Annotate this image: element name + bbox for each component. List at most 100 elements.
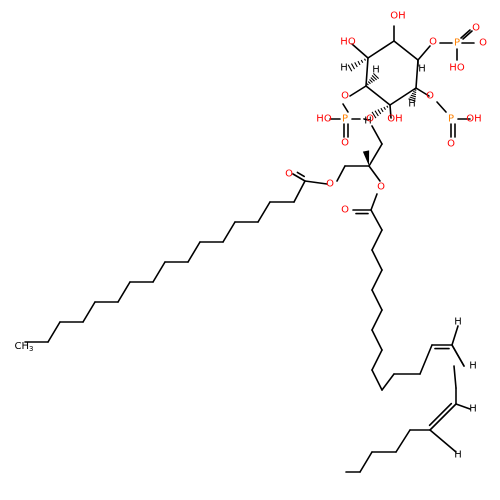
fatty-acid-chain-bond bbox=[371, 349, 383, 371]
hash-stroke bbox=[409, 96, 416, 100]
hash-stroke bbox=[414, 89, 417, 91]
fatty-acid-chain-bond bbox=[451, 344, 465, 367]
fatty-acid-chain-bond bbox=[371, 229, 383, 251]
stereo-hash-bond bbox=[347, 57, 369, 72]
hydroxyl-label: HO bbox=[449, 63, 465, 74]
fatty-acid-chain-bond bbox=[222, 221, 236, 243]
oxygen-label: O bbox=[341, 205, 349, 216]
phosphate-bond bbox=[342, 103, 349, 113]
hash-stroke bbox=[367, 81, 371, 85]
oxygen-label: O bbox=[429, 37, 437, 48]
fatty-acid-chain-bond bbox=[451, 325, 459, 346]
phosphorus-label: P bbox=[448, 114, 454, 125]
fatty-acid-chain-bond bbox=[359, 451, 373, 473]
hydrogen-label: H bbox=[372, 65, 380, 76]
hash-stroke bbox=[413, 90, 417, 94]
hash-stroke bbox=[350, 63, 356, 70]
hash-stroke bbox=[347, 64, 353, 72]
hydrogen-label: H bbox=[454, 317, 462, 328]
phosphorus-label: P bbox=[342, 114, 348, 125]
oxygen-label: O bbox=[341, 138, 349, 149]
hydrogen-label: H bbox=[418, 64, 426, 75]
fatty-acid-chain-bond bbox=[187, 241, 201, 263]
oxygen-label: O bbox=[426, 91, 434, 102]
fatty-acid-chain-bond bbox=[152, 261, 166, 283]
hydroxyl-label: OH bbox=[390, 11, 405, 22]
fatty-acid-chain-bond bbox=[371, 369, 383, 391]
fatty-acid-chain-bond bbox=[419, 344, 433, 375]
phosphate-bond bbox=[462, 30, 473, 40]
fatty-acid-chain-bond bbox=[82, 301, 96, 323]
fatty-acid-chain-bond bbox=[371, 289, 383, 311]
fatty-acid-chain-bond bbox=[47, 321, 61, 343]
fatty-acid-chain-bond bbox=[371, 309, 383, 331]
ring-bond bbox=[393, 40, 419, 61]
fatty-acid-chain-bond bbox=[371, 249, 383, 271]
oxygen-label: O bbox=[326, 179, 334, 190]
glycerol-bond bbox=[371, 125, 383, 145]
stereo-hash-bond bbox=[408, 87, 417, 102]
ring-bond bbox=[365, 57, 369, 87]
hydrogen-label: H bbox=[469, 361, 477, 372]
glycerol-bond bbox=[368, 165, 381, 182]
carbonyl-double-bond bbox=[292, 173, 306, 182]
bond-layer bbox=[24, 25, 475, 473]
ring-substituent-bond bbox=[415, 87, 430, 97]
ester-bond bbox=[370, 193, 378, 211]
phosphorus-label: P bbox=[454, 38, 460, 49]
stereo-hash-bond bbox=[365, 72, 380, 87]
hydrogen-label: H bbox=[454, 450, 462, 461]
hydroxyl-label: HO bbox=[316, 114, 332, 125]
fatty-acid-chain-bond bbox=[293, 180, 306, 203]
hash-stroke bbox=[408, 98, 416, 102]
phosphate-bond bbox=[460, 29, 471, 39]
hash-stroke bbox=[360, 59, 364, 63]
hash-stroke bbox=[371, 75, 377, 81]
hash-stroke bbox=[370, 77, 375, 82]
hydrogen-label: H bbox=[408, 99, 416, 110]
hydroxyl-label: OH bbox=[387, 114, 402, 125]
hash-stroke bbox=[354, 62, 358, 68]
hash-stroke bbox=[369, 79, 373, 83]
hash-stroke bbox=[374, 110, 379, 117]
fatty-acid-chain-bond bbox=[371, 269, 383, 291]
hash-stroke bbox=[365, 85, 367, 87]
hydrogen-label: H bbox=[364, 116, 372, 127]
phosphate-bond bbox=[436, 101, 447, 113]
oxygen-label: O bbox=[366, 114, 374, 125]
hash-stroke bbox=[371, 111, 377, 119]
ester-bond bbox=[304, 180, 328, 185]
ring-substituent-bond bbox=[389, 104, 392, 119]
fatty-acid-chain-bond bbox=[370, 209, 383, 231]
cis-double-bond bbox=[429, 403, 457, 431]
ring-substituent-bond bbox=[417, 45, 431, 61]
glycerol-bond bbox=[368, 143, 383, 167]
cis-double-bond bbox=[428, 402, 453, 427]
phosphate-bond bbox=[363, 118, 369, 121]
hydroxyl-label: OH bbox=[466, 114, 481, 125]
ring-bond bbox=[365, 85, 391, 106]
hash-stroke bbox=[364, 58, 366, 61]
hash-stroke bbox=[411, 92, 417, 96]
fatty-acid-chain-bond bbox=[257, 201, 271, 223]
fatty-acid-chain-bond bbox=[381, 373, 395, 391]
stereo-wedge-bond bbox=[362, 150, 370, 166]
carbonyl-double-bond bbox=[296, 171, 306, 178]
hydrogen-label: H bbox=[469, 404, 477, 415]
oxygen-label: O bbox=[285, 169, 293, 180]
hash-stroke bbox=[410, 94, 417, 98]
hash-stroke bbox=[357, 60, 361, 66]
hash-stroke bbox=[372, 72, 380, 80]
oxygen-label: O bbox=[341, 91, 349, 102]
ring-substituent-bond bbox=[351, 43, 369, 59]
stereo-hash-bond bbox=[371, 104, 391, 119]
hash-stroke bbox=[380, 107, 384, 113]
hydrogen-label: H bbox=[340, 63, 348, 74]
hash-stroke bbox=[386, 105, 389, 108]
hydroxyl-label: HO bbox=[340, 37, 356, 48]
methyl-label: CH3 bbox=[15, 341, 34, 354]
fatty-acid-chain-bond bbox=[117, 281, 131, 303]
fatty-acid-chain-bond bbox=[395, 429, 411, 453]
